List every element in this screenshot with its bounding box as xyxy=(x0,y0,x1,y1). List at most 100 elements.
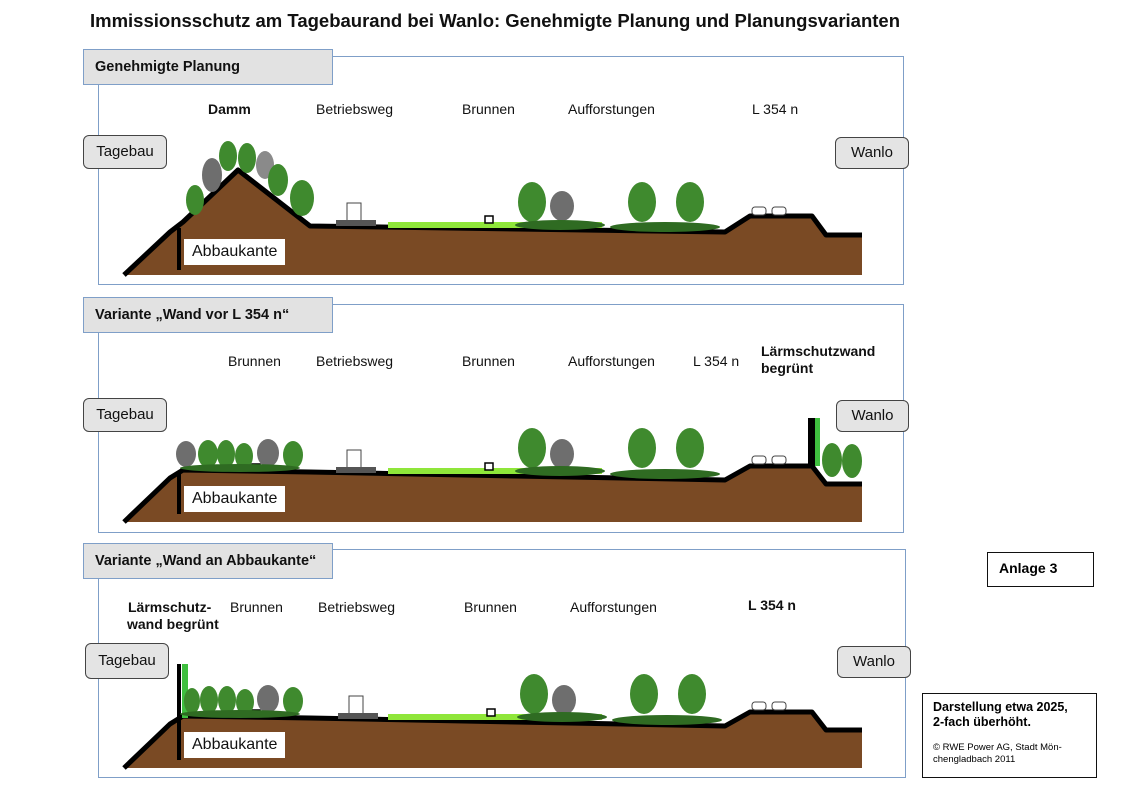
vehicles-3 xyxy=(338,695,787,719)
tree xyxy=(676,428,704,468)
soil-profile-3 xyxy=(122,664,862,770)
shrub xyxy=(610,222,720,232)
copyright-line-2: chengladbach 2011 xyxy=(933,754,1016,765)
shrub xyxy=(610,469,720,479)
tree xyxy=(628,428,656,468)
label-betriebsweg: Betriebsweg xyxy=(318,599,396,615)
truck-base xyxy=(336,467,376,473)
car xyxy=(751,206,767,216)
tagebau-box: Tagebau xyxy=(83,398,167,432)
tree xyxy=(518,428,546,468)
tree xyxy=(822,443,842,477)
tree xyxy=(283,441,303,469)
wanlo-box: Wanlo xyxy=(835,137,909,169)
tree xyxy=(200,686,218,714)
label-brunnen-left: Brunnen xyxy=(230,599,283,615)
note-box: Darstellung etwa 2025, 2-fach überhöht. … xyxy=(922,693,1097,778)
vehicles-1 xyxy=(336,202,787,226)
label-aufforstungen: Aufforstungen xyxy=(568,353,655,369)
tree xyxy=(218,686,236,714)
shrub xyxy=(517,712,607,722)
brunnen-marker xyxy=(486,708,496,717)
tagebau-box: Tagebau xyxy=(85,643,169,679)
grass-strip xyxy=(388,468,602,474)
tagebau-box: Tagebau xyxy=(83,135,167,169)
tree xyxy=(202,158,222,192)
tree xyxy=(217,440,235,468)
label-laermschutzwand: Lärmschutzwand xyxy=(761,343,876,359)
tree xyxy=(184,688,200,714)
tree xyxy=(268,164,288,196)
tree xyxy=(552,685,576,715)
label-l354n: L 354 n xyxy=(752,101,799,117)
label-brunnen: Brunnen xyxy=(464,599,517,615)
label-betriebsweg: Betriebsweg xyxy=(316,101,394,117)
tree xyxy=(283,687,303,715)
tree xyxy=(176,441,196,467)
note-line-1: Darstellung etwa 2025, xyxy=(933,700,1068,714)
laermschutzwand xyxy=(808,418,815,466)
label-l354n: L 354 n xyxy=(748,597,796,613)
trees-2 xyxy=(176,428,862,479)
panel-title-genehmigte-planung: Genehmigte Planung xyxy=(83,49,333,85)
panel-title-wand-vor-l354n: Variante „Wand vor L 354 n“ xyxy=(83,297,333,333)
anlage-label: Anlage 3 xyxy=(987,552,1094,587)
soil-profile-1 xyxy=(122,167,862,277)
wanlo-box: Wanlo xyxy=(836,400,909,432)
tree xyxy=(219,141,237,171)
laermschutzwand-green xyxy=(182,664,188,718)
tree xyxy=(257,439,279,467)
soil-profile-2 xyxy=(122,418,862,524)
ground-surface-line xyxy=(122,463,862,524)
abbaukante-label: Abbaukante xyxy=(184,239,286,265)
label-aufforstungen: Aufforstungen xyxy=(568,101,655,117)
shrub xyxy=(515,220,605,230)
car xyxy=(751,701,767,711)
shrub xyxy=(180,710,300,718)
label-brunnen: Brunnen xyxy=(462,101,515,117)
tree xyxy=(198,440,218,468)
tree xyxy=(236,689,254,715)
truck-base xyxy=(336,220,376,226)
tree xyxy=(630,674,658,714)
tree xyxy=(678,674,706,714)
tree xyxy=(290,180,314,216)
vehicles-2 xyxy=(336,449,787,473)
tree xyxy=(676,182,704,222)
label-damm: Damm xyxy=(208,101,251,117)
abbaukante-label: Abbaukante xyxy=(184,732,286,758)
copyright-line-1: © RWE Power AG, Stadt Mön- xyxy=(933,742,1062,753)
tree xyxy=(550,191,574,221)
tree xyxy=(842,444,862,478)
ground-surface-line xyxy=(122,167,862,277)
shrub xyxy=(515,466,605,476)
label-brunnen-left: Brunnen xyxy=(228,353,281,369)
label-l354n: L 354 n xyxy=(693,353,740,369)
tree xyxy=(518,182,546,222)
tree xyxy=(628,182,656,222)
trees-1 xyxy=(186,141,720,232)
trees-3 xyxy=(180,674,722,725)
truck-base xyxy=(338,713,378,719)
tree xyxy=(520,674,548,714)
label-begruent: begrünt xyxy=(761,360,814,376)
label-laermschutz: Lärmschutz- xyxy=(128,599,212,615)
page-title: Immissionsschutz am Tagebaurand bei Wanl… xyxy=(90,10,901,31)
shrub xyxy=(612,715,722,725)
brunnen-marker xyxy=(484,462,494,471)
laermschutzwand-green xyxy=(815,418,820,466)
label-wand-begruent: wand begrünt xyxy=(127,616,219,632)
tree xyxy=(238,143,256,173)
label-brunnen: Brunnen xyxy=(462,353,515,369)
tree xyxy=(550,439,574,469)
grass-strip xyxy=(388,714,602,720)
label-aufforstungen: Aufforstungen xyxy=(570,599,657,615)
label-betriebsweg: Betriebsweg xyxy=(316,353,394,369)
tree xyxy=(257,685,279,713)
soil-body xyxy=(124,170,862,275)
car xyxy=(771,206,787,216)
car xyxy=(771,455,787,465)
